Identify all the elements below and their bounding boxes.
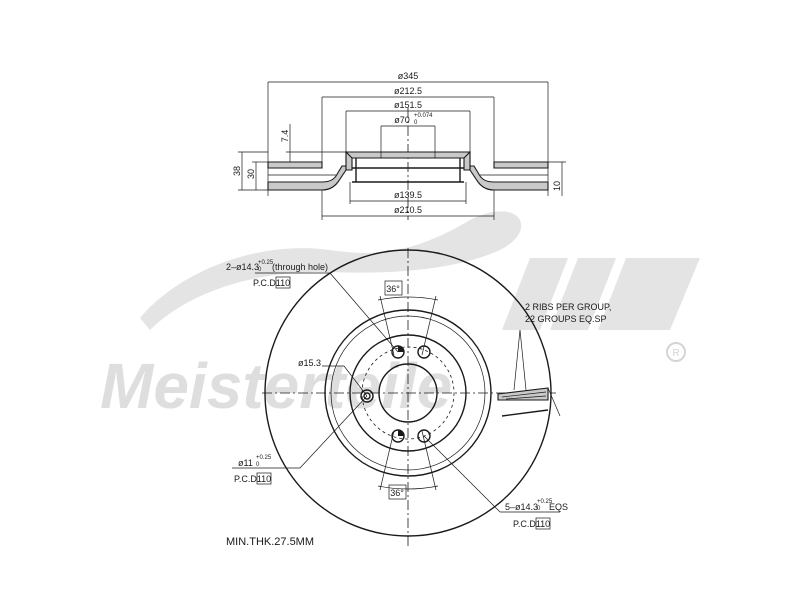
- rib-line-1: [501, 391, 547, 398]
- dim-70-tolerance-low: 0: [414, 120, 418, 126]
- bolt-hole-2: [417, 345, 431, 359]
- rib-end-line: [501, 409, 549, 417]
- pcd-1-value: 110: [276, 278, 290, 288]
- hat-wall-right: [463, 150, 471, 171]
- rotor-ring-right-lower: [469, 165, 549, 191]
- ribs-note-line1: 2 RIBS PER GROUP,: [525, 302, 611, 312]
- dim-139-label: ø139.5: [394, 190, 422, 200]
- brand-watermark: Meisterteile R: [100, 211, 700, 422]
- rib-line-2: [505, 395, 547, 400]
- bolt-holes-label: 5–ø14.3: [505, 502, 538, 512]
- hat-outer-edge: [330, 315, 486, 471]
- through-hole-tolerance: +0.25: [258, 260, 274, 266]
- watermark-brand-text: Meisterteile: [100, 350, 452, 422]
- pcd-3-label: P.C.D.: [513, 519, 538, 529]
- watermark-stripe-3: [598, 258, 700, 330]
- angle-top-label: 36°: [386, 284, 400, 294]
- dim-38-label: 38: [232, 166, 242, 176]
- through-hole-label: 2–ø14.3: [226, 262, 259, 272]
- dim-151-label: ø151.5: [394, 100, 422, 110]
- pcd-1-label: P.C.D.: [253, 278, 278, 288]
- bolt-holes-tolerance: +0.25: [537, 499, 553, 505]
- rib-edge-tick: [547, 387, 561, 417]
- min-thickness-note: MIN.THK.27.5MM: [226, 536, 314, 548]
- disc-outer-edge: [264, 249, 552, 537]
- pin-hole: [363, 392, 371, 400]
- sector-top-left: [379, 295, 395, 356]
- pin-hole-label: ø11: [238, 458, 253, 468]
- dim-345-label: ø345: [398, 71, 419, 81]
- front-view: 36° 36° 2–ø14.3 +0.25 0 (through hole) P…: [226, 248, 611, 548]
- hat-wall-left: [345, 150, 353, 171]
- section-view: ø345 ø212.5 ø151.5 ø70 +0.074 0 7.4 38 3…: [232, 71, 566, 220]
- dim-70-label: ø70: [394, 115, 410, 125]
- center-bore: [378, 363, 438, 423]
- pin-hole-leader: [299, 395, 368, 469]
- through-hole-note: (through hole): [272, 262, 328, 272]
- pin-hole-tolerance: +0.25: [256, 455, 272, 461]
- watermark-stripe-2: [550, 258, 616, 330]
- watermark-registered-mark: [666, 342, 686, 362]
- sector-bottom-arc: [377, 485, 439, 490]
- pcd-1-box: [275, 276, 291, 289]
- sector-bottom-left: [379, 430, 395, 491]
- friction-ring-inner-edge: [324, 309, 492, 477]
- through-hole-tolerance-low: 0: [258, 267, 262, 273]
- rotor-ring-left-lower: [267, 165, 347, 191]
- ribs-note-line2: 22 GROUPS EQ.SP: [525, 314, 607, 324]
- hole-center-leader: [343, 365, 368, 397]
- angle-top-box: [384, 280, 403, 296]
- bolt-holes-suffix: EQS: [549, 502, 568, 512]
- dim-210-label: ø210.5: [394, 205, 422, 215]
- bolt-hole-5: [417, 429, 431, 443]
- watermark-swoosh: [140, 211, 522, 330]
- watermark-stripe-1: [502, 258, 568, 330]
- dim-10-label: 10: [552, 181, 562, 191]
- bolt-holes-tolerance-low: 0: [537, 506, 541, 512]
- sector-bottom-right: [421, 430, 437, 491]
- rotor-ring-right: [493, 161, 549, 169]
- hub-face: [349, 334, 467, 452]
- angle-bottom-box: [388, 484, 407, 500]
- sector-top-right: [421, 295, 437, 356]
- dim-70-tolerance: +0.074: [414, 113, 433, 119]
- pcd-3-value: 110: [536, 519, 550, 529]
- bolt-holes-leader: [423, 435, 501, 513]
- dim-30-label: 30: [246, 169, 256, 179]
- pcd-2-box: [256, 472, 272, 485]
- ribs-leader-1: [513, 329, 521, 391]
- dim-212-label: ø212.5: [394, 86, 422, 96]
- ribs-leader-2: [519, 329, 527, 391]
- rotor-ring-left: [267, 161, 323, 169]
- hat-top-plate: [345, 151, 471, 163]
- pcd-2-value: 110: [257, 474, 271, 484]
- bolt-hole-1-mark: [398, 346, 404, 352]
- through-hole-leader: [329, 272, 399, 353]
- hole-center-label: ø15.3: [298, 358, 321, 368]
- pcd-3-box: [535, 517, 551, 530]
- bolt-hole-4-mark: [398, 430, 404, 436]
- dim-7-4-label: 7.4: [280, 130, 290, 143]
- angle-bottom-label: 36°: [390, 488, 404, 498]
- watermark-registered-letter: R: [672, 348, 679, 359]
- sector-top-arc: [377, 296, 439, 301]
- rib-section: [497, 387, 549, 401]
- bolt-hole-3: [360, 389, 374, 403]
- pcd-2-label: P.C.D.: [234, 474, 259, 484]
- pin-hole-tolerance-low: 0: [256, 462, 260, 468]
